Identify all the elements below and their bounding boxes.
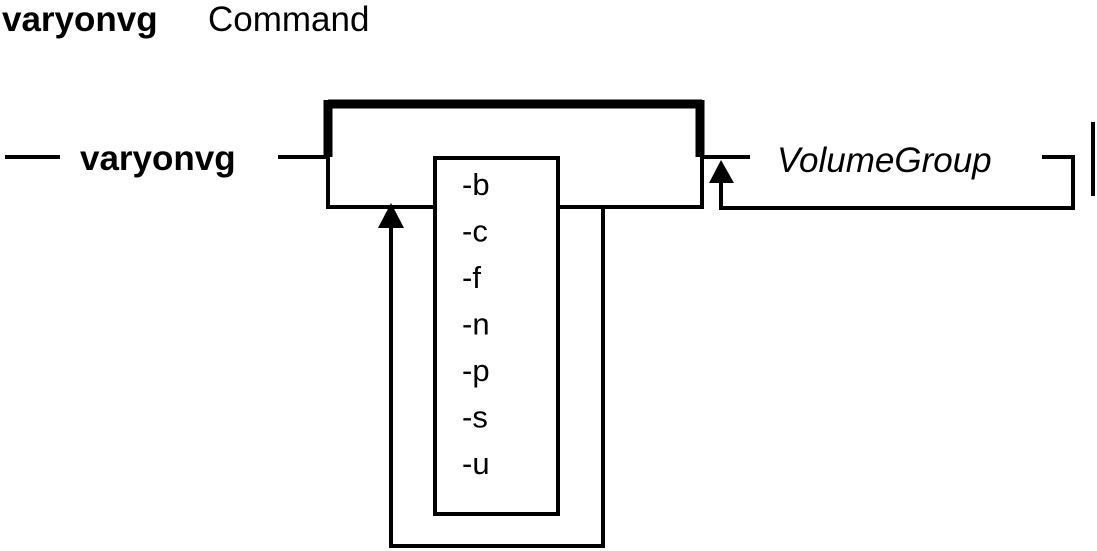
flag-option: -f — [462, 260, 481, 295]
title-word: Command — [208, 0, 369, 39]
flags-block-right — [558, 155, 704, 209]
flags-block-left — [326, 155, 435, 209]
flag-option: -n — [462, 307, 490, 342]
flag-option: -p — [462, 353, 490, 388]
flags-repeat-arrow-icon — [378, 203, 404, 228]
flag-option: -b — [462, 167, 490, 202]
flag-option: -s — [462, 400, 488, 435]
argument-repeat-loop — [719, 157, 1075, 210]
command-name: varyonvg — [80, 139, 236, 178]
argument-repeat-arrow-icon — [709, 160, 734, 183]
title-command: varyonvg — [2, 0, 158, 39]
argument-volumegroup: VolumeGroup — [777, 141, 992, 180]
flags-repeat-loop — [389, 207, 605, 548]
flag-option: -u — [462, 446, 490, 481]
flag-option: -c — [462, 214, 488, 249]
flags-list: -b -c -f -n -p -s -u — [462, 167, 490, 481]
flags-box — [433, 156, 560, 516]
